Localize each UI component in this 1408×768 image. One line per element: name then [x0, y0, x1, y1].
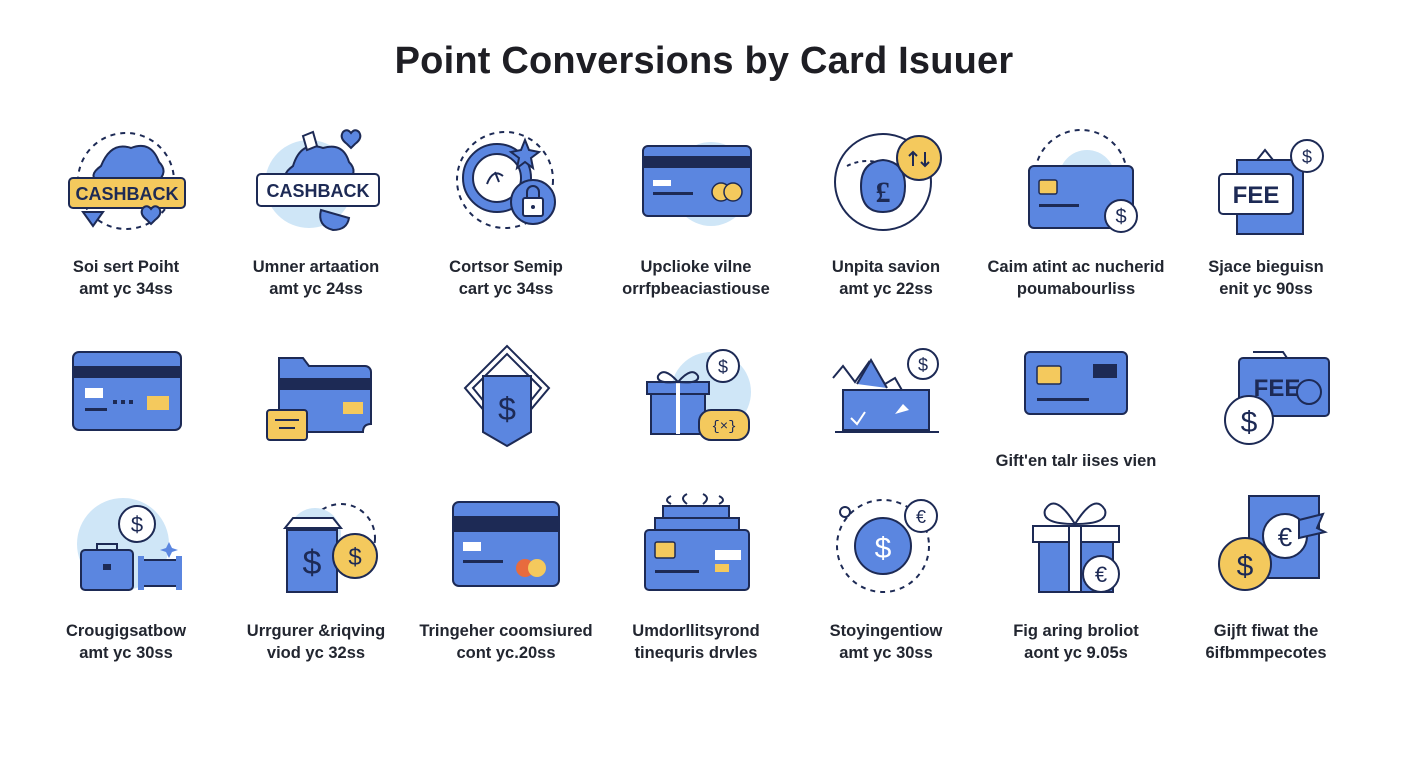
- tile-label: Urrgurer &riqving viod yc 32ss: [246, 622, 386, 662]
- tile-label: Unpita savion amt yc 22ss: [831, 258, 941, 298]
- euro-coin-flag-icon: € $: [1218, 495, 1328, 591]
- tile-r3c6[interactable]: € Fig aring broliot aont yc 9.05s: [986, 490, 1166, 664]
- tile-r2c3[interactable]: $: [416, 344, 596, 454]
- tile-label: Gift'en talr iises vien: [995, 452, 1157, 470]
- credit-card-icon: [642, 142, 752, 226]
- dollar-orbit-icon: $ €: [836, 499, 938, 593]
- dollar-box-icon: $ $: [282, 503, 378, 593]
- svg-text:$: $: [131, 512, 143, 537]
- tile-r2c1[interactable]: [36, 344, 216, 454]
- svg-text:$: $: [1115, 206, 1126, 228]
- tile-label: Caim atint ac nucherid poumabourliss: [987, 258, 1165, 298]
- tile-label: Crougigsatbow amt yc 30ss: [65, 622, 187, 662]
- card-holder-icon: $: [832, 348, 939, 433]
- svg-text:€: €: [1095, 562, 1107, 587]
- svg-text:$: $: [718, 357, 728, 377]
- svg-text:$: $: [1237, 550, 1254, 583]
- tile-r3c7[interactable]: € $ Gijft fiwat the 6ifbmmpecotes: [1176, 490, 1356, 664]
- page-title: Point Conversions by Card Isuuer: [394, 40, 1014, 82]
- fee-dollar-icon: FEE $: [1224, 351, 1330, 445]
- svg-text:€: €: [916, 507, 926, 527]
- tile-r3c2[interactable]: $ $ Urrgurer &riqving viod yc 32ss: [226, 490, 406, 664]
- tile-r1c3[interactable]: Cortsor Semip cart yc 34ss: [416, 126, 596, 300]
- tile-label: Sjace bieguisn enit yc 90ss: [1208, 258, 1324, 298]
- tile-label: Soi sert Poiht amt yc 34ss: [72, 258, 180, 298]
- fee-label: FEE: [1254, 375, 1301, 402]
- tile-r2c4[interactable]: $ {×}: [606, 344, 786, 454]
- chip-card-icon: [1024, 351, 1128, 415]
- svg-text:$: $: [498, 391, 516, 427]
- tile-label: Upclioke vilne orrfpbeaciastiouse: [622, 258, 770, 298]
- gift-dollar-icon: $ {×}: [646, 349, 751, 441]
- fee-tag-icon: FEE $: [1218, 139, 1324, 235]
- tile-r1c5[interactable]: £ Unpita savion amt yc 22ss: [796, 126, 976, 300]
- tile-label: Umdorllitsyrond tinequris drvles: [632, 622, 760, 662]
- card-stack-icon: [644, 493, 750, 591]
- svg-text:$: $: [1241, 406, 1258, 439]
- svg-text:$: $: [348, 544, 361, 571]
- svg-text:$: $: [303, 544, 322, 582]
- svg-text:€: €: [1278, 522, 1293, 552]
- tile-label: Cortsor Semip cart yc 34ss: [449, 258, 563, 298]
- cashback-label: CASHBACK: [267, 181, 370, 201]
- tile-r1c7[interactable]: FEE $ Sjace bieguisn enit yc 90ss: [1176, 126, 1356, 300]
- svg-text:$: $: [1302, 147, 1312, 167]
- tile-r2c5[interactable]: $: [796, 344, 976, 454]
- dollar-shield-icon: $: [463, 344, 551, 448]
- tile-label: Gijft fiwat the 6ifbmmpecotes: [1205, 622, 1327, 662]
- card-dollar-icon: $: [1028, 129, 1138, 233]
- wallet-card-icon: [266, 357, 372, 441]
- globe-money-bag-icon: £: [834, 133, 942, 231]
- tile-r1c1[interactable]: CASHBACK Soi sert Poiht amt yc 34ss: [36, 126, 216, 300]
- tile-r3c3[interactable]: Tringeher coomsiured cont yc.20ss: [416, 490, 596, 664]
- briefcase-dollar-icon: $: [77, 498, 182, 591]
- tile-r1c2[interactable]: CASHBACK Umner artaation amt yc 24ss: [226, 126, 406, 300]
- tile-r2c7[interactable]: FEE $: [1176, 344, 1356, 454]
- tile-label: Stoyingentiow amt yc 30ss: [829, 622, 943, 662]
- tile-r3c5[interactable]: $ € Stoyingentiow amt yc 30ss: [796, 490, 976, 664]
- svg-text:{×}: {×}: [711, 419, 736, 435]
- tile-label: Tringeher coomsiured cont yc.20ss: [419, 622, 593, 662]
- tile-label: Umner artaation amt yc 24ss: [252, 258, 380, 298]
- tile-r2c6[interactable]: Gift'en talr iises vien: [986, 344, 1166, 472]
- fee-label: FEE: [1233, 182, 1280, 209]
- credit-card-icon: [452, 501, 560, 587]
- svg-text:$: $: [875, 532, 892, 565]
- tile-r2c2[interactable]: [226, 344, 406, 454]
- credit-card-icon: [72, 351, 182, 431]
- tile-r3c4[interactable]: Umdorllitsyrond tinequris drvles: [606, 490, 786, 664]
- gift-euro-icon: €: [1032, 502, 1120, 593]
- tile-r1c6[interactable]: $ Caim atint ac nucherid poumabourliss: [986, 126, 1166, 300]
- cashback-heart-icon: CASHBACK: [68, 132, 186, 230]
- cashback-label: CASHBACK: [76, 184, 179, 204]
- tile-label: Fig aring broliot aont yc 9.05s: [1013, 622, 1139, 662]
- clock-lock-icon: [456, 131, 556, 229]
- svg-text:$: $: [918, 355, 928, 375]
- cashback-cloud-icon: CASHBACK: [256, 129, 380, 232]
- tile-r3c1[interactable]: $ Crougigsatbow amt yc 30ss: [36, 490, 216, 664]
- tile-r1c4[interactable]: Upclioke vilne orrfpbeaciastiouse: [606, 126, 786, 300]
- svg-text:£: £: [876, 176, 891, 209]
